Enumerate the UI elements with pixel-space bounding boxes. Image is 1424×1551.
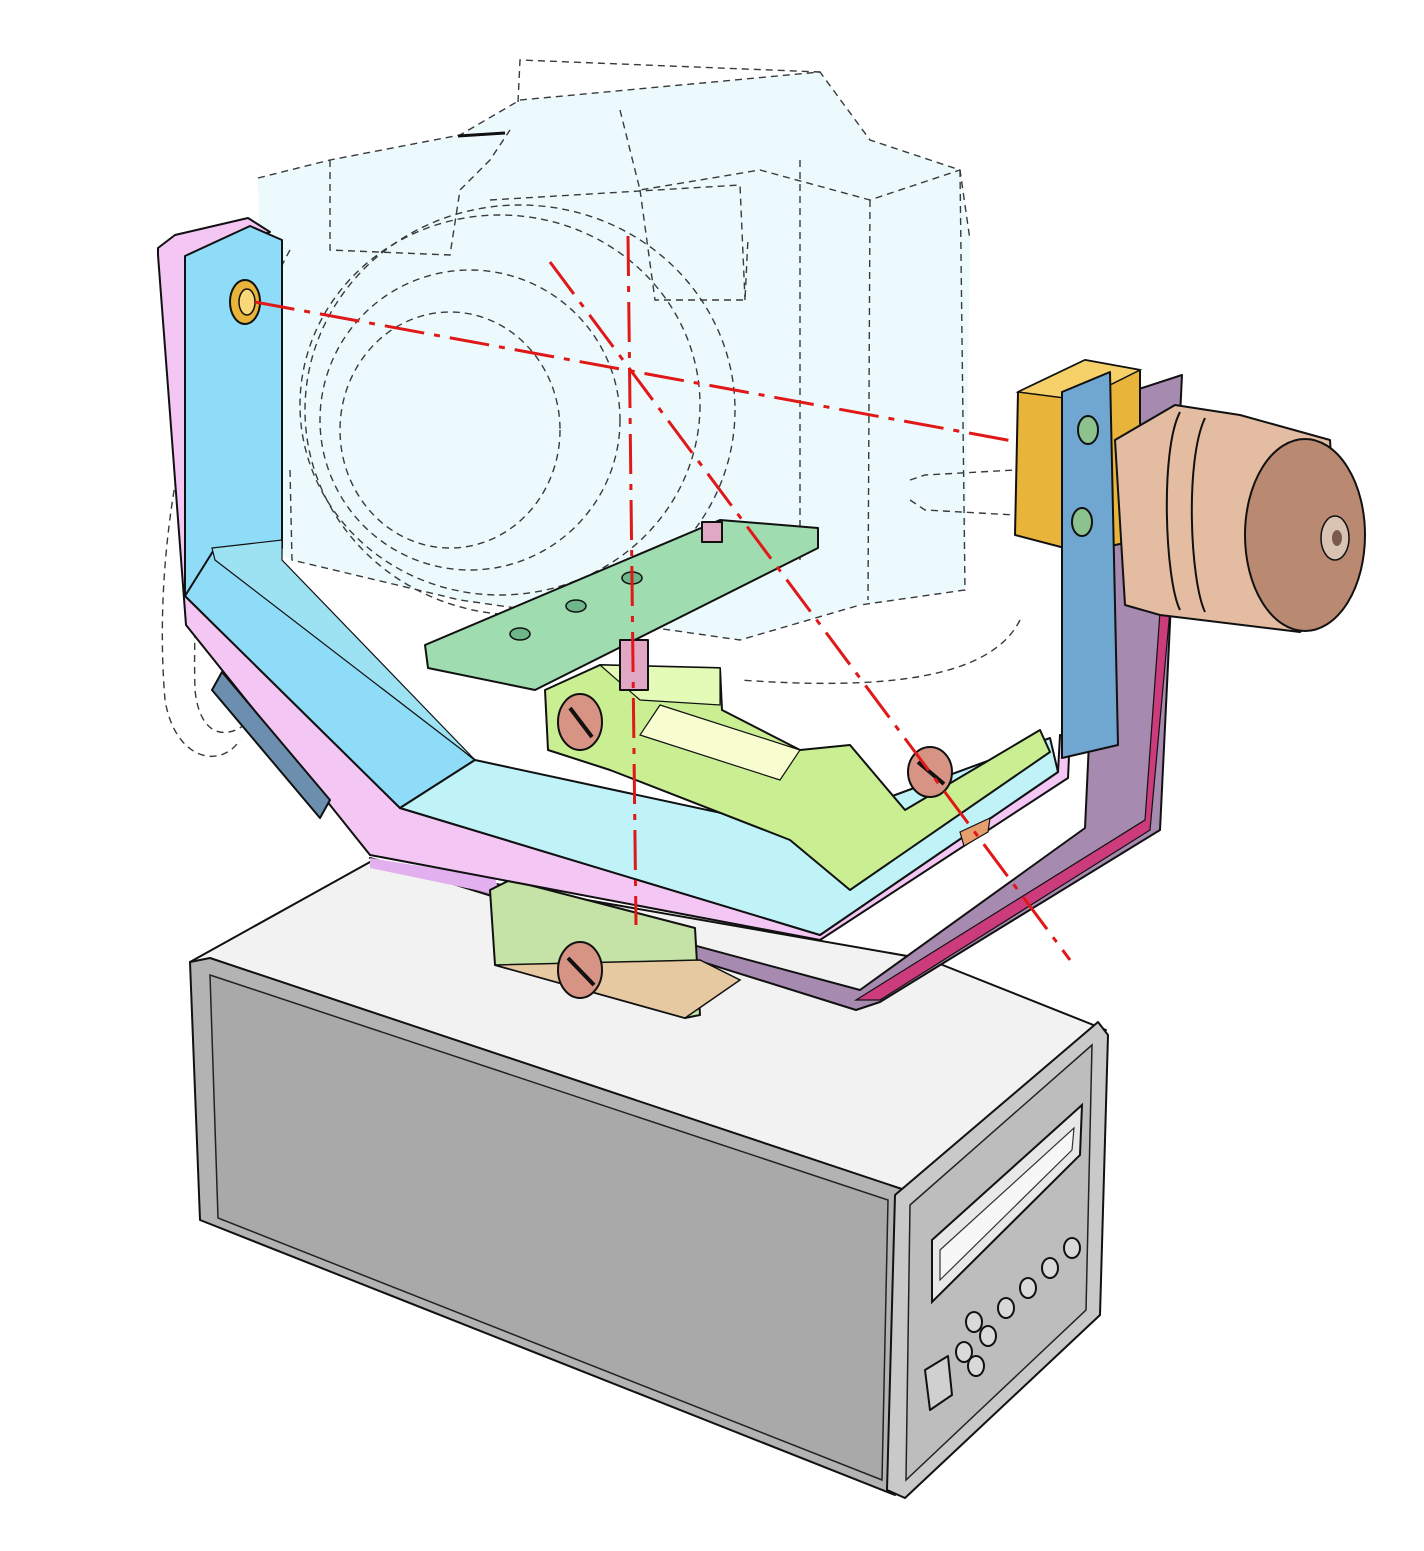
push-button-icon[interactable] (1019, 1277, 1037, 1299)
screw-icon (557, 941, 603, 999)
screw-icon (907, 746, 953, 798)
rotation-axes (254, 235, 1072, 961)
push-button-icon[interactable] (965, 1311, 983, 1333)
control-buttons (924, 1237, 1081, 1411)
screw-icon (557, 693, 603, 751)
side-knob (211, 671, 331, 819)
motor-assembly (1014, 359, 1366, 759)
push-button-icon[interactable] (979, 1325, 997, 1347)
push-button-icon[interactable] (997, 1297, 1015, 1319)
roll-axis (548, 261, 1072, 961)
tilt-axis (254, 300, 1019, 444)
base-control-box (189, 861, 1109, 1499)
bottom-clamp (489, 879, 742, 1019)
power-switch[interactable] (924, 1355, 953, 1411)
motor-icon (1114, 404, 1366, 633)
push-button-icon[interactable] (967, 1355, 985, 1377)
pan-axis (626, 235, 638, 926)
push-button-icon[interactable] (955, 1341, 973, 1363)
pan-bracket (157, 217, 1071, 941)
push-button-icon[interactable] (1063, 1237, 1081, 1259)
pan-bracket-upright (184, 225, 283, 597)
plate-pin (701, 521, 723, 543)
push-button-icon[interactable] (1041, 1257, 1059, 1279)
